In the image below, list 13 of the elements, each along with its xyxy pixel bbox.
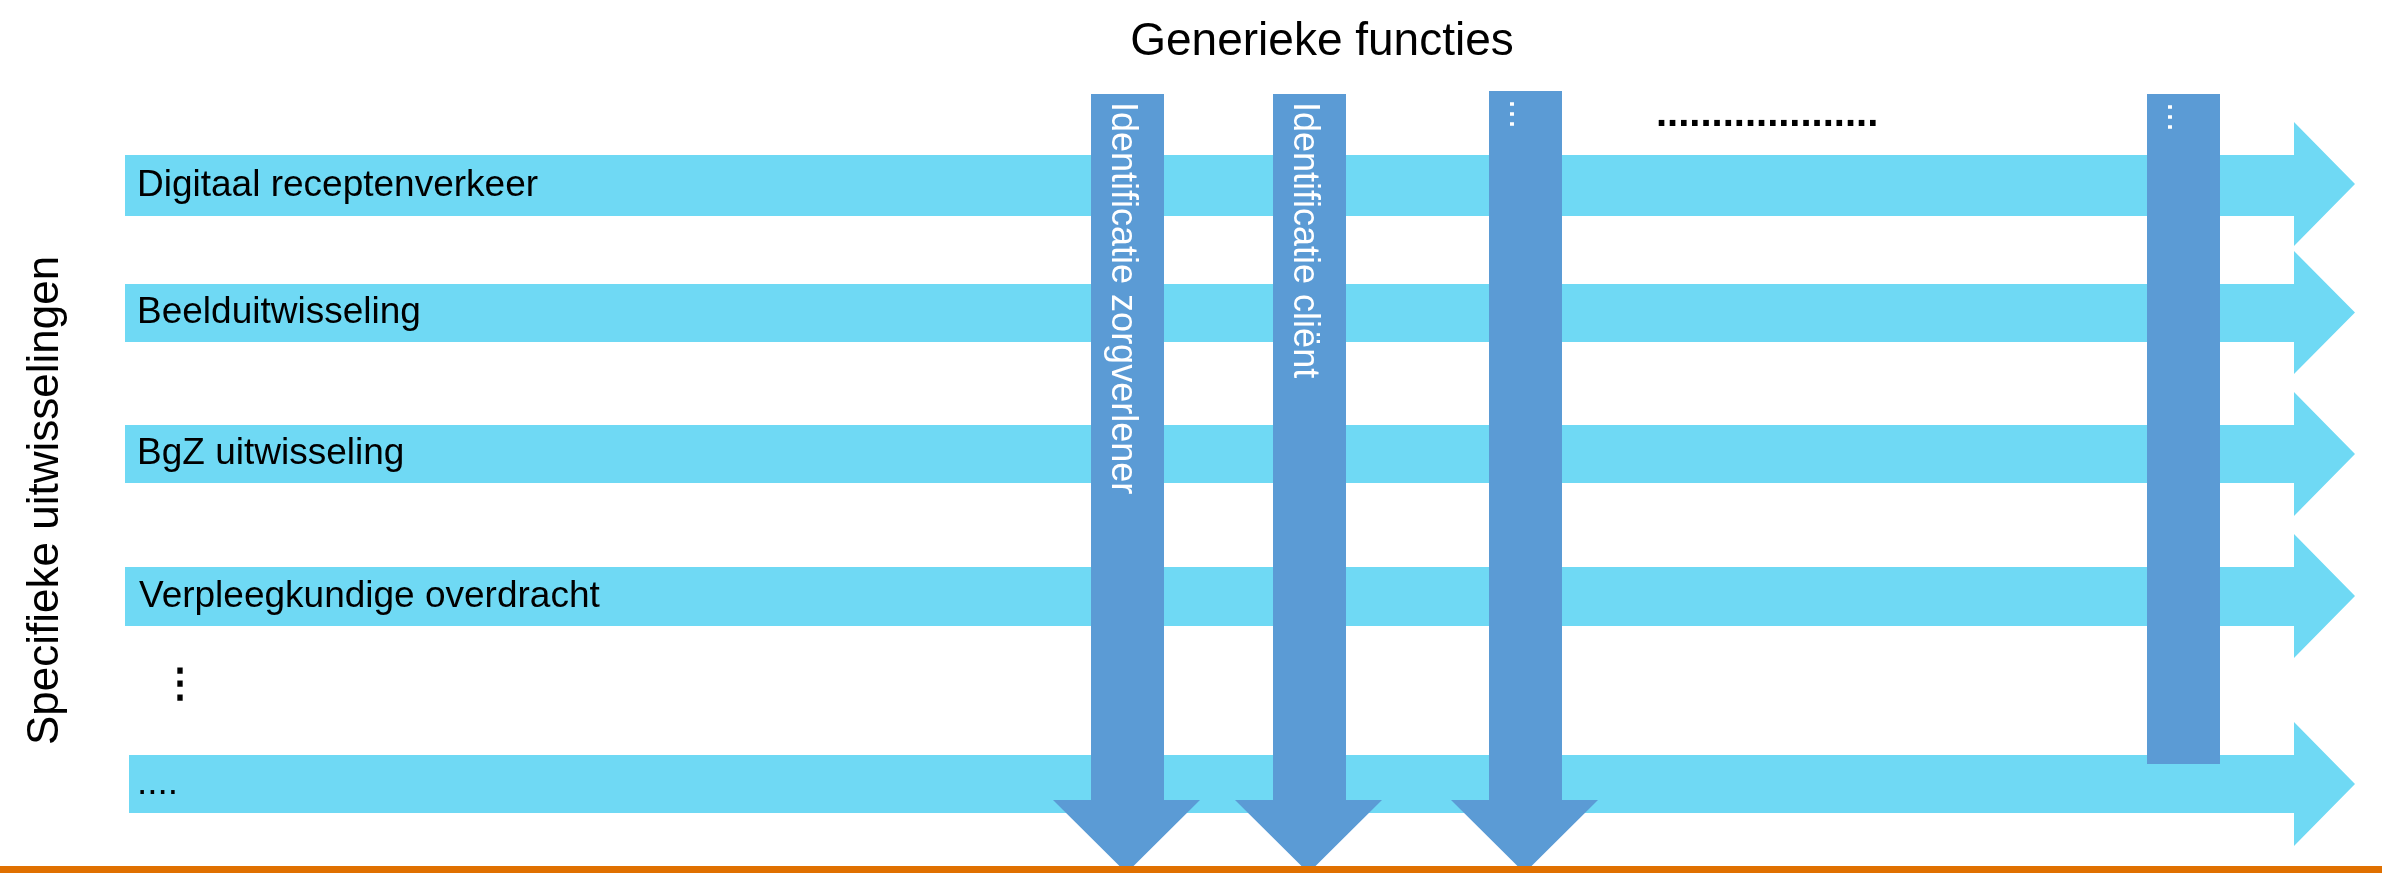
arrow-label: Identificatie cliënt	[1285, 102, 1329, 379]
arrow-label: ....	[137, 762, 179, 803]
diagram-title: Generieke functies	[1130, 12, 1514, 66]
arrow-label: Verpleegkundige overdracht	[139, 574, 600, 616]
axis-label: Specifieke uitwisselingen	[18, 254, 68, 747]
arrow-label: Identificatie zorgverlener	[1103, 102, 1147, 495]
arrow-label: BgZ uitwisseling	[137, 432, 405, 473]
arrow-label: ...	[2159, 102, 2203, 132]
arrow-label: Beelduitwisseling	[137, 291, 421, 332]
arrow-label: ...	[1501, 99, 1545, 129]
ellipsis-text: ⋮	[160, 662, 200, 702]
ellipsis-text: ....................	[1656, 92, 1879, 132]
arrow-label: Digitaal receptenverkeer	[137, 163, 539, 205]
